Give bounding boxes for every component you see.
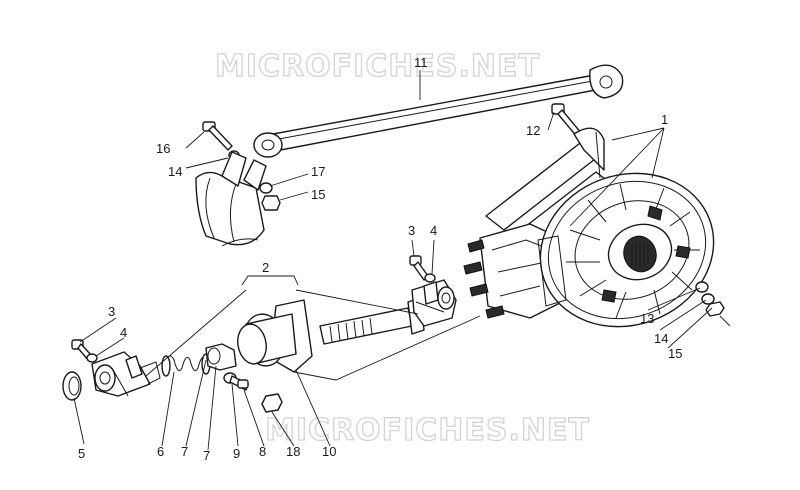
callout-7-b: 7 xyxy=(203,448,210,463)
callout-5: 5 xyxy=(78,446,85,461)
washer-17 xyxy=(259,182,273,194)
callout-labels: 11 1 12 16 14 17 15 3 4 2 3 4 13 14 15 5… xyxy=(78,55,682,463)
callout-9: 9 xyxy=(233,446,240,461)
nut-15 xyxy=(261,195,281,211)
callout-16: 16 xyxy=(156,141,170,156)
frame-bracket xyxy=(195,151,267,247)
watermark-top: MICROFICHES.NET xyxy=(215,49,540,84)
callout-8: 8 xyxy=(259,444,266,459)
bolt-8 xyxy=(229,375,249,391)
seal-ring-5 xyxy=(62,371,82,401)
watermark-bottom: MICROFICHES.NET xyxy=(265,413,590,448)
callout-12: 12 xyxy=(526,123,540,138)
nut-18 xyxy=(261,393,283,413)
callout-13: 13 xyxy=(640,311,654,326)
washer-14-right xyxy=(701,293,715,305)
callout-14-right: 14 xyxy=(654,331,668,346)
callout-6: 6 xyxy=(157,444,164,459)
callout-3-right: 3 xyxy=(408,223,415,238)
nut-4-right xyxy=(424,273,436,283)
collar-7 xyxy=(205,343,237,371)
callout-7-a: 7 xyxy=(181,444,188,459)
callout-18: 18 xyxy=(286,444,300,459)
callout-1: 1 xyxy=(661,112,668,127)
bolt-16 xyxy=(202,121,233,151)
callout-11: 11 xyxy=(414,55,428,70)
bolt-3-right xyxy=(409,255,429,281)
callout-14-left: 14 xyxy=(168,164,182,179)
universal-joint-right xyxy=(411,279,457,327)
callout-2: 2 xyxy=(262,260,269,275)
rubber-boot-10 xyxy=(237,299,313,373)
nut-15-right xyxy=(705,301,725,317)
leader-lines xyxy=(73,70,731,451)
callout-4-left: 4 xyxy=(120,325,127,340)
stud-13 xyxy=(695,281,709,293)
callout-17: 17 xyxy=(311,164,325,179)
callout-15-right: 15 xyxy=(668,346,682,361)
nut-4-left xyxy=(86,353,98,363)
torque-rod xyxy=(253,64,624,158)
callout-3-left: 3 xyxy=(108,304,115,319)
callout-15-left: 15 xyxy=(311,187,325,202)
callout-4-right: 4 xyxy=(430,223,437,238)
callout-10: 10 xyxy=(322,444,336,459)
universal-joint-left xyxy=(91,351,161,397)
